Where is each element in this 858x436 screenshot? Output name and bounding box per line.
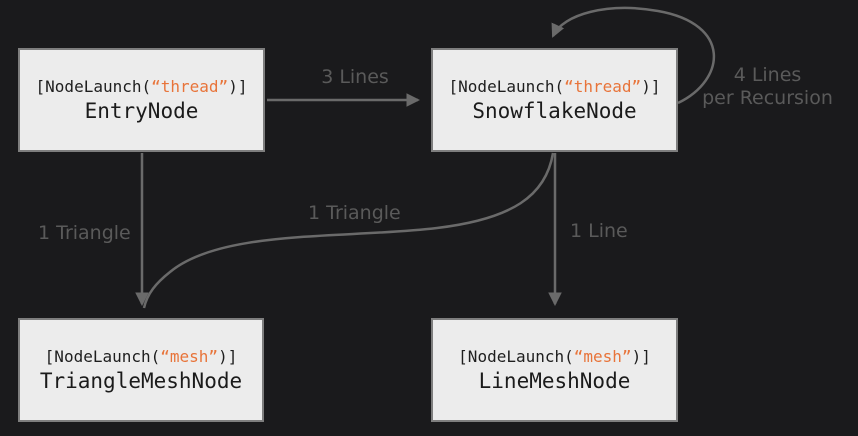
node-linemeshnode-title: LineMeshNode	[478, 368, 631, 393]
node-linemeshnode-launch-param: “mesh”	[573, 346, 632, 366]
node-entrynode-title: EntryNode	[84, 98, 199, 123]
node-snowflakenode-attribute: [NodeLaunch(“thread”)]	[448, 76, 661, 96]
edge-label-4-lines-line1: 4 Lines	[733, 64, 802, 86]
edge-label-1-line: 1 Line	[570, 220, 628, 242]
node-trianglemeshnode-attribute: [NodeLaunch(“mesh”)]	[44, 346, 238, 366]
node-trianglemeshnode-launch-param: “mesh”	[160, 346, 219, 366]
node-linemeshnode-attribute: [NodeLaunch(“mesh”)]	[458, 346, 651, 366]
node-snowflakenode-launch-param: “thread”	[564, 76, 642, 96]
edge-label-3-lines: 3 Lines	[321, 66, 389, 88]
node-trianglemeshnode-title: TriangleMeshNode	[39, 368, 243, 393]
edge-label-1-triangle-entry: 1 Triangle	[38, 222, 131, 244]
edge-label-4-lines-line2: per Recursion	[702, 87, 833, 109]
node-entrynode: [NodeLaunch(“thread”)] EntryNode	[18, 48, 265, 152]
node-snowflakenode: [NodeLaunch(“thread”)] SnowflakeNode	[431, 48, 678, 152]
node-trianglemeshnode: [NodeLaunch(“mesh”)] TriangleMeshNode	[18, 318, 264, 422]
node-linemeshnode: [NodeLaunch(“mesh”)] LineMeshNode	[431, 318, 678, 422]
edge-label-1-triangle-snowflake: 1 Triangle	[308, 202, 401, 224]
node-entrynode-launch-param: “thread”	[151, 76, 229, 96]
edge-snowflake-to-trianglemesh-arrow	[142, 152, 555, 309]
node-snowflakenode-title: SnowflakeNode	[472, 98, 637, 123]
edge-label-4-lines-per-recursion: 4 Lines per Recursion	[695, 64, 840, 110]
node-entrynode-attribute: [NodeLaunch(“thread”)]	[35, 76, 248, 96]
edge-snowflake-self-loop-arrow	[551, 6, 715, 105]
